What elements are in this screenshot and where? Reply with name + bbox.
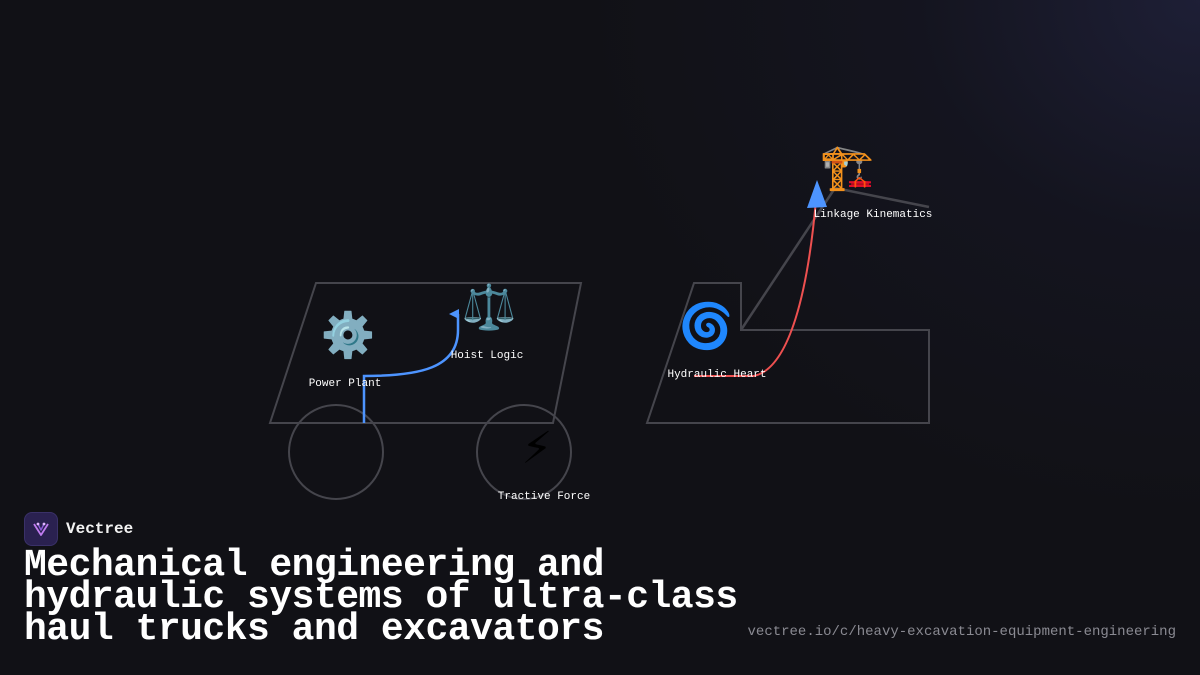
node-tractive-force: ⚡ Tractive Force xyxy=(498,423,590,503)
excavator-boom xyxy=(739,187,837,331)
node-power-plant: ⚙️ Power Plant xyxy=(309,310,382,390)
node-label-hydraulic-heart: Hydraulic Heart xyxy=(667,369,766,381)
source-url[interactable]: vectree.io/c/heavy-excavation-equipment-… xyxy=(747,624,1176,640)
excavator-body xyxy=(645,282,930,424)
arrowhead-linkage xyxy=(807,180,827,208)
connection-hydraulic-heart-to-linkage xyxy=(694,199,817,377)
cyclone-icon: 🌀 xyxy=(679,299,734,352)
excavator-outline xyxy=(645,186,930,424)
node-hydraulic-heart: 🌀 Hydraulic Heart xyxy=(667,299,766,381)
node-linkage-kinematics: 🏗️ Linkage Kinematics xyxy=(814,142,933,221)
truck-body xyxy=(268,282,583,424)
vectree-logo-mark xyxy=(33,522,49,536)
page-title: Mechanical engineering and hydraulic sys… xyxy=(24,544,738,651)
excavator-stick xyxy=(834,186,930,209)
haul-truck-outline xyxy=(268,282,583,500)
lightning-icon: ⚡ xyxy=(522,423,553,474)
node-hoist-logic: ⚖️ Hoist Logic xyxy=(451,282,524,362)
crane-icon: 🏗️ xyxy=(820,142,875,193)
gear-icon: ⚙️ xyxy=(321,310,376,361)
brand-name: Vectree xyxy=(66,520,134,538)
brand[interactable]: Vectree xyxy=(24,512,133,546)
node-label-hoist-logic: Hoist Logic xyxy=(451,350,524,362)
vectree-logo-icon xyxy=(24,512,58,546)
node-label-tractive-force: Tractive Force xyxy=(498,491,590,503)
connection-power-plant-to-hoist-logic xyxy=(362,309,460,423)
node-label-power-plant: Power Plant xyxy=(309,378,382,390)
node-label-linkage-kinematics: Linkage Kinematics xyxy=(814,209,933,221)
balance-scale-icon: ⚖️ xyxy=(462,282,517,333)
truck-wheel-front xyxy=(476,404,572,500)
truck-wheel-rear xyxy=(288,404,384,500)
